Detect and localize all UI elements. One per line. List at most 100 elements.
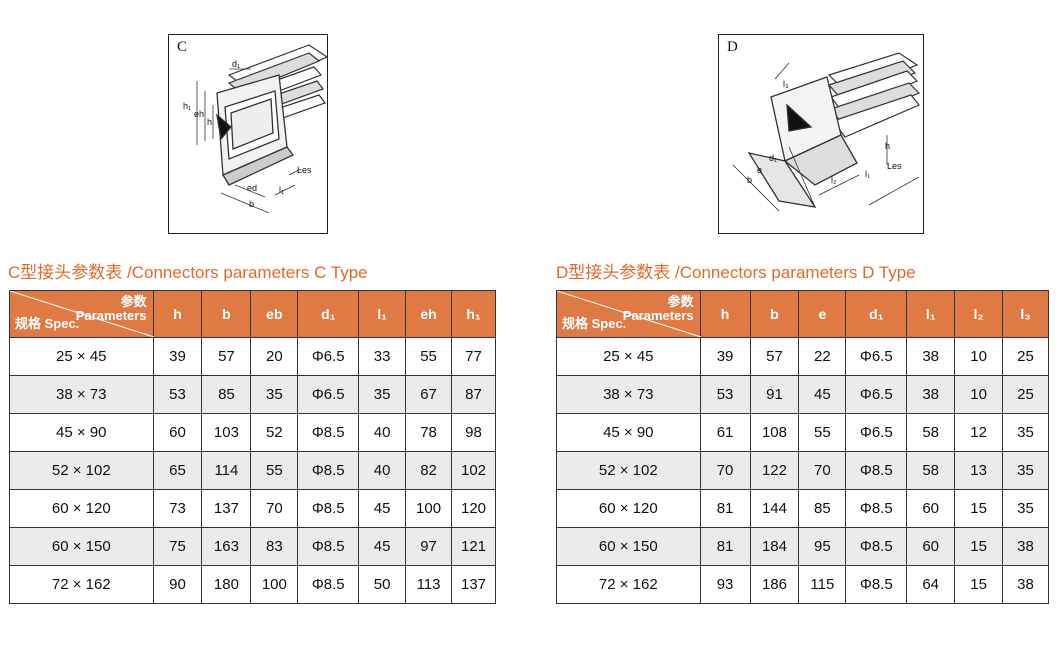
column-header: l₂ (954, 290, 1004, 338)
label-d1: d₁ (232, 59, 240, 69)
corner-diagonal-line (557, 291, 701, 337)
value-cell: 122 (749, 451, 800, 490)
value-cell: 38 (906, 337, 956, 376)
value-cell: Φ8.5 (297, 565, 360, 604)
value-cell: Φ8.5 (845, 527, 908, 566)
value-cell: 38 (1002, 527, 1049, 566)
column-header: h (699, 290, 751, 338)
value-cell: 45 (798, 375, 847, 414)
label-h: h (207, 117, 212, 127)
figure-d-diagram: l₃ h Les l₁ l₂ d₁ e b D (718, 34, 924, 234)
value-cell: 100 (250, 565, 299, 604)
value-cell: Φ6.5 (845, 375, 908, 414)
value-cell: 53 (152, 375, 203, 414)
column-header: l₁ (358, 290, 407, 338)
value-cell: 52 (250, 413, 299, 452)
value-cell: 60 (906, 527, 956, 566)
value-cell: 70 (699, 451, 751, 490)
label-e: e (757, 165, 762, 175)
value-cell: 144 (749, 489, 800, 528)
value-cell: 120 (451, 489, 496, 528)
label-h: h (885, 141, 890, 151)
value-cell: 58 (906, 451, 956, 490)
label-b: b (747, 175, 752, 185)
value-cell: 98 (451, 413, 496, 452)
label-l1: l₁ (279, 185, 284, 195)
corner-cn: 参数 (120, 294, 147, 309)
value-cell: 22 (798, 337, 847, 376)
spec-cell: 72 × 162 (556, 565, 701, 604)
value-cell: 35 (358, 375, 407, 414)
value-cell: Φ8.5 (845, 451, 908, 490)
value-cell: 70 (798, 451, 847, 490)
label-les: Les (297, 165, 312, 175)
value-cell: 57 (749, 337, 800, 376)
value-cell: 15 (954, 489, 1004, 528)
column-header: b (201, 290, 252, 338)
column-header: d₁ (845, 290, 908, 338)
value-cell: Φ8.5 (845, 489, 908, 528)
value-cell: 82 (405, 451, 452, 490)
corner-en: Parameters (622, 308, 694, 323)
value-cell: 93 (699, 565, 751, 604)
value-cell: Φ8.5 (297, 451, 360, 490)
spec-cell: 25 × 45 (556, 337, 701, 376)
column-header: b (749, 290, 800, 338)
value-cell: 60 (906, 489, 956, 528)
value-cell: 45 (358, 527, 407, 566)
figure-c-diagram: d₁ h₁ eh h Les l₁ ed b C (168, 34, 329, 234)
figure-c-letter: C (177, 39, 188, 55)
value-cell: 115 (798, 565, 847, 604)
spec-cell: 60 × 120 (9, 489, 154, 528)
spec-cell: 45 × 90 (9, 413, 154, 452)
value-cell: Φ8.5 (297, 489, 360, 528)
label-eh: eh (194, 109, 204, 119)
value-cell: 57 (201, 337, 252, 376)
column-header: h (152, 290, 203, 338)
connector-d-drawing: l₃ h Les l₁ l₂ d₁ e b (732, 52, 921, 212)
column-header: eh (405, 290, 452, 338)
value-cell: 35 (1002, 413, 1049, 452)
value-cell: 60 (152, 413, 203, 452)
spec-cell: 60 × 150 (9, 527, 154, 566)
value-cell: 77 (451, 337, 496, 376)
value-cell: 100 (405, 489, 452, 528)
table-c-title: C型接头参数表 /Connectors parameters C Type (8, 263, 368, 282)
value-cell: 10 (954, 337, 1004, 376)
value-cell: 65 (152, 451, 203, 490)
value-cell: 67 (405, 375, 452, 414)
column-header: l₃ (1002, 290, 1049, 338)
value-cell: 121 (451, 527, 496, 566)
value-cell: 70 (250, 489, 299, 528)
value-cell: 15 (954, 527, 1004, 566)
value-cell: 64 (906, 565, 956, 604)
spec-cell: 52 × 102 (556, 451, 701, 490)
value-cell: 33 (358, 337, 407, 376)
value-cell: 87 (451, 375, 496, 414)
value-cell: 83 (250, 527, 299, 566)
column-header: d₁ (297, 290, 360, 338)
value-cell: 113 (405, 565, 452, 604)
figure-d-letter: D (727, 39, 738, 55)
value-cell: Φ6.5 (297, 375, 360, 414)
value-cell: Φ8.5 (297, 527, 360, 566)
spec-cell: 38 × 73 (556, 375, 701, 414)
spec-cell: 60 × 120 (556, 489, 701, 528)
value-cell: 38 (906, 375, 956, 414)
value-cell: 40 (358, 451, 407, 490)
value-cell: 15 (954, 565, 1004, 604)
value-cell: 61 (699, 413, 751, 452)
